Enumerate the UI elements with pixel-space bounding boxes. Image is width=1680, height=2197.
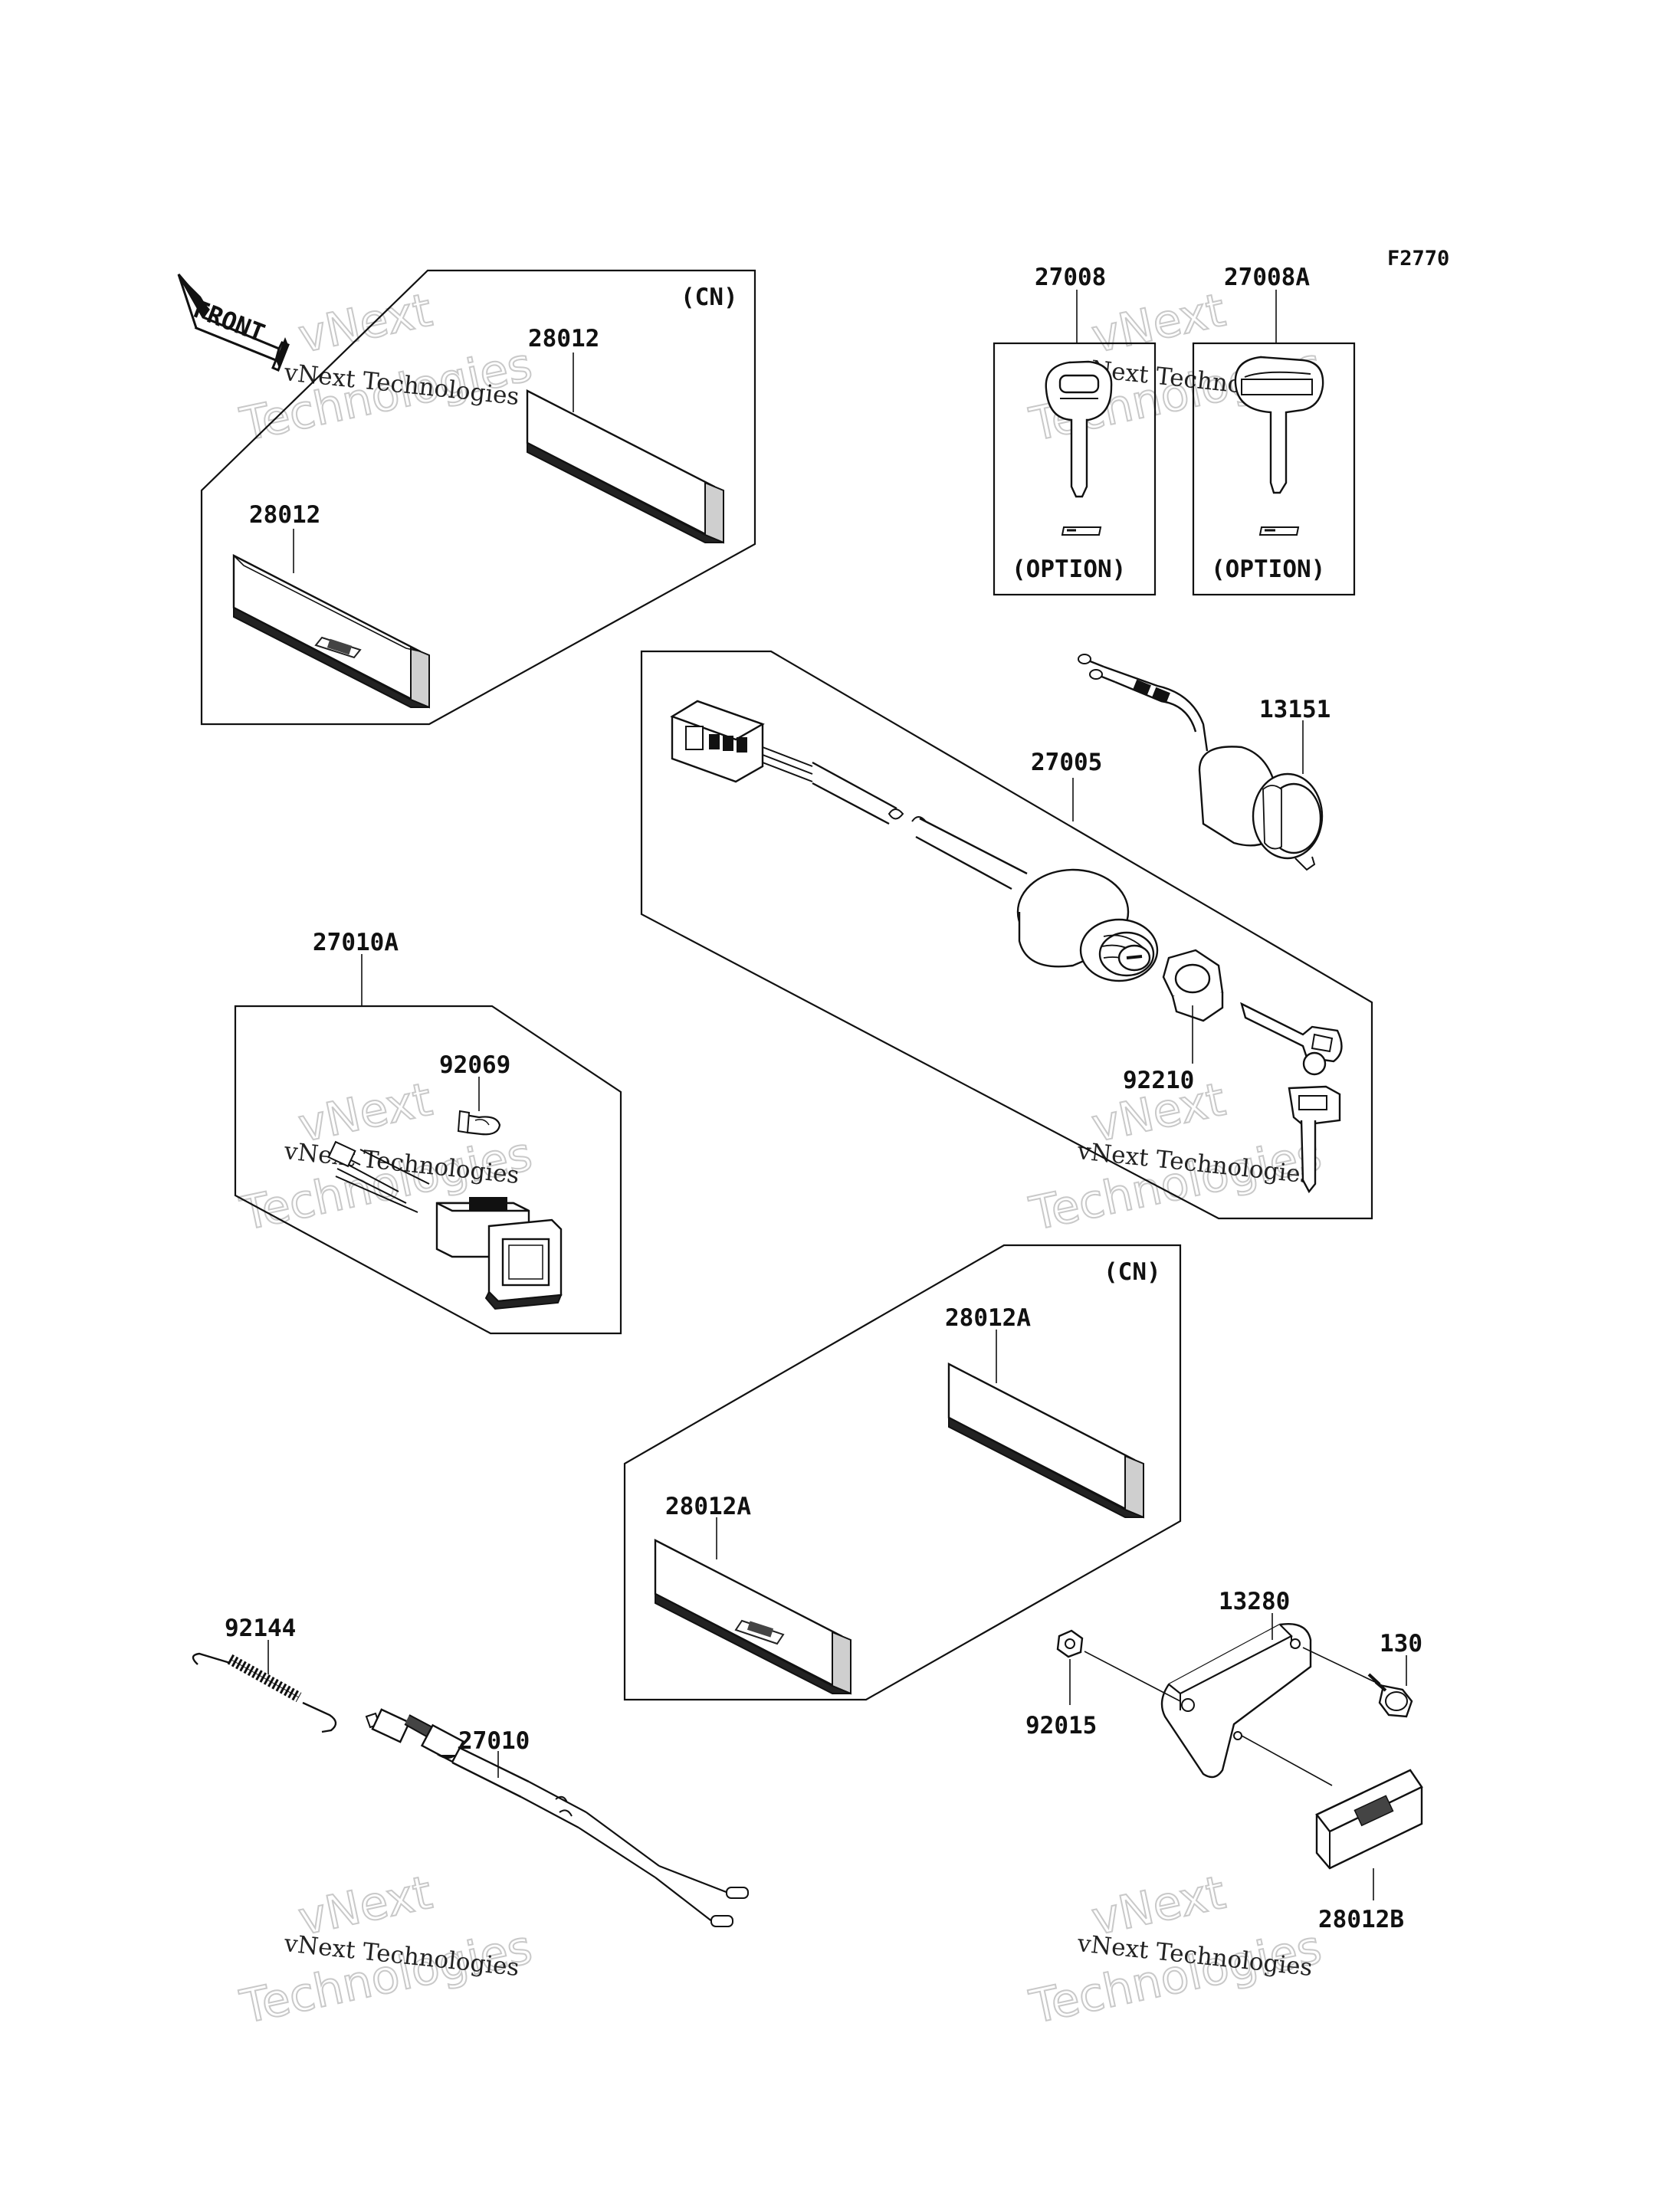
reflector-28012A-top <box>947 1362 1144 1519</box>
label-28012B: 28012B <box>1318 1906 1404 1933</box>
figure-code: F2770 <box>1387 247 1449 271</box>
spring-92144 <box>192 1652 337 1733</box>
switch-27010 <box>365 1708 749 1927</box>
watermark-mid-left: vNext Technologies vNext Technologies <box>235 1072 538 1242</box>
ignition-switch-body <box>1016 868 1159 982</box>
svg-text:vNext: vNext <box>1088 284 1230 364</box>
label-13151: 13151 <box>1259 696 1331 723</box>
group-27005: 27005 <box>640 650 1373 1220</box>
group-27010A: 27010A 92069 <box>234 929 622 1335</box>
watermark-top-left: vNext Technologies vNext Technologies <box>235 283 538 453</box>
label-28012A-bottom: 28012A <box>665 1493 751 1520</box>
bulb-92069 <box>457 1110 501 1136</box>
option-key-27008: 27008 (OPTION) <box>993 264 1157 596</box>
option-key-27008A: 27008A (OPTION) <box>1192 264 1356 596</box>
label-92144: 92144 <box>225 1615 296 1642</box>
group-cn-top: (CN) 28012 28012 <box>200 269 756 726</box>
label-92015: 92015 <box>1025 1712 1097 1740</box>
nut-92210 <box>1162 949 1224 1022</box>
label-27008A: 27008A <box>1224 264 1310 291</box>
label-option-right: (OPTION) <box>1211 556 1325 583</box>
ignition-keys <box>1240 1002 1343 1194</box>
socket-13151 <box>1078 654 1324 871</box>
label-28012A-top: 28012A <box>945 1304 1031 1332</box>
group-cn-mid-label: (CN) <box>1104 1258 1161 1286</box>
front-arrow-icon: FRONT <box>177 274 290 372</box>
group-cn-mid: (CN) 28012A 28012A <box>623 1244 1182 1701</box>
watermark-mid-right: vNext Technologies vNext Technologies <box>1025 1072 1327 1242</box>
label-27010: 27010 <box>458 1727 530 1755</box>
nut-92015 <box>1056 1629 1084 1658</box>
bolt-130 <box>1367 1673 1413 1718</box>
label-27005: 27005 <box>1031 749 1102 776</box>
label-28012-top: 28012 <box>528 325 599 353</box>
reflector-mark-icon <box>314 636 362 659</box>
label-27010A: 27010A <box>313 929 399 956</box>
watermark-bottom-left: vNext Technologies vNext Technologies <box>235 1865 538 2035</box>
reflector-mark-icon <box>1354 1795 1394 1827</box>
watermark-bottom-right: vNext Technologies vNext Technologies <box>1025 1865 1327 2035</box>
reflector-28012A-bottom <box>654 1539 851 1695</box>
bracket-13280 <box>1160 1623 1312 1779</box>
reflector-mark-icon <box>734 1619 785 1645</box>
label-92069: 92069 <box>439 1051 510 1079</box>
svg-text:vNext: vNext <box>294 284 437 364</box>
label-28012-bottom: 28012 <box>249 501 320 529</box>
switch-27010A <box>327 1140 563 1310</box>
connector-plug <box>670 700 813 783</box>
reflector-28012-bottom <box>232 554 430 709</box>
reflector-28012-top <box>526 389 724 544</box>
label-130: 130 <box>1380 1630 1422 1658</box>
label-13280: 13280 <box>1219 1588 1290 1615</box>
reflector-28012B <box>1315 1769 1423 1870</box>
group-cn-top-label: (CN) <box>681 284 738 311</box>
label-option-left: (OPTION) <box>1012 556 1126 583</box>
label-92210: 92210 <box>1123 1067 1194 1094</box>
label-27008: 27008 <box>1035 264 1106 291</box>
